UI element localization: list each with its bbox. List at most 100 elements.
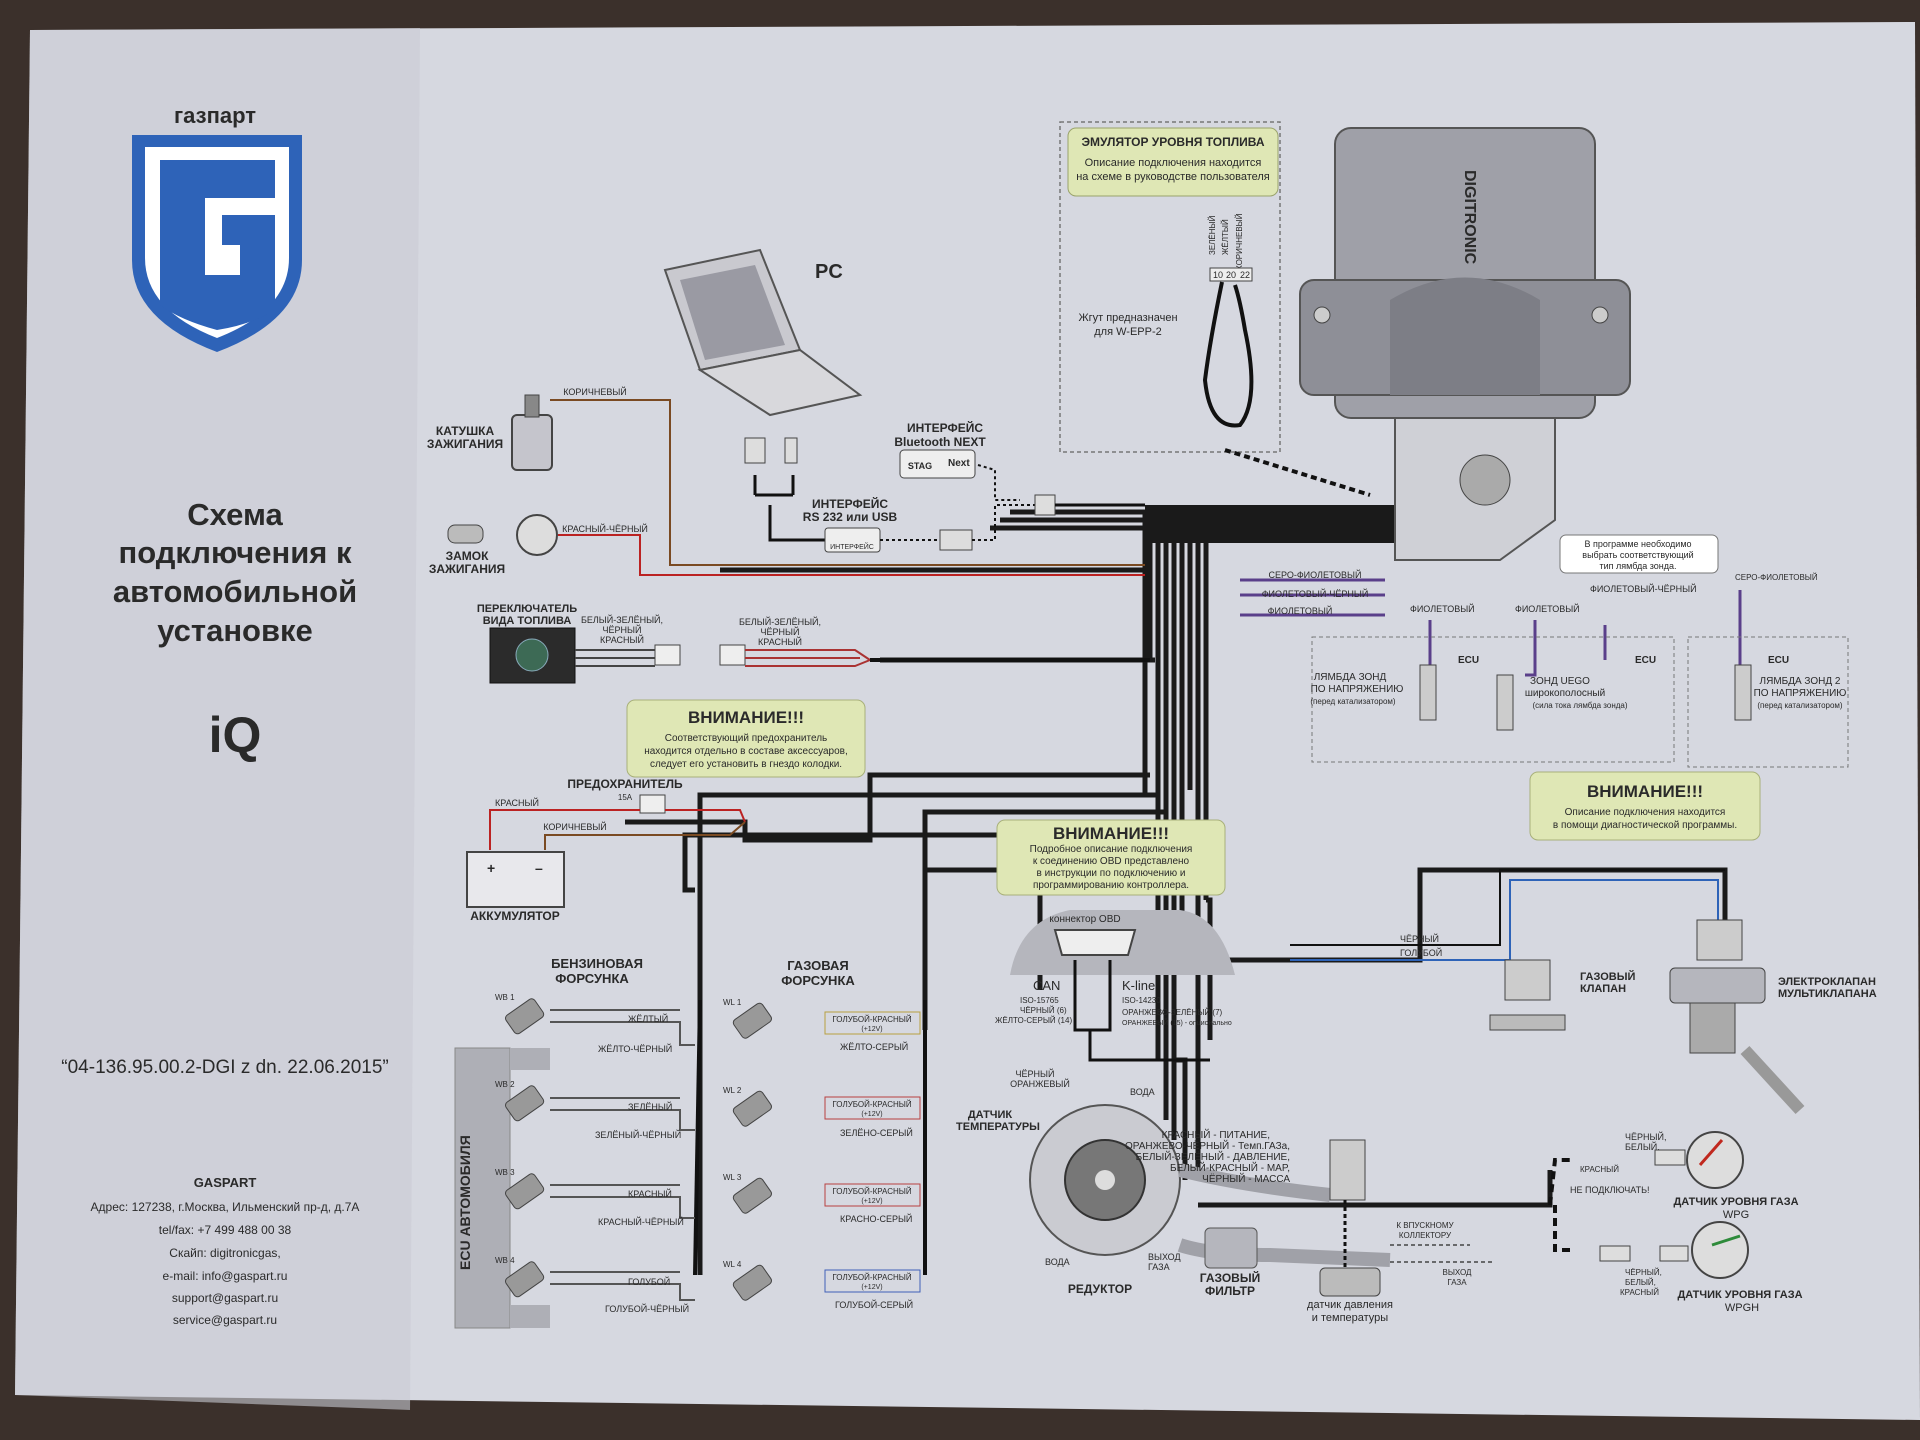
wb3-id: WB 3 bbox=[495, 1168, 515, 1177]
obd-port-icon bbox=[1053, 929, 1137, 956]
fuse-label: ПРЕДОХРАНИТЕЛЬ bbox=[567, 777, 683, 791]
reducer-label: РЕДУКТОР bbox=[1068, 1282, 1132, 1296]
fuse-rating: 15A bbox=[618, 793, 633, 802]
wl1-w1: ГОЛУБОЙ-КРАСНЫЙ bbox=[832, 1015, 911, 1024]
ecu-brand: DIGITRONIC bbox=[1461, 170, 1478, 265]
gas-injector-4: WL 4 ГОЛУБОЙ-КРАСНЫЙ (+12V) ГОЛУБОЙ-СЕРЫ… bbox=[723, 1260, 921, 1310]
gas-valve-label-1: ГАЗОВЫЙ bbox=[1580, 970, 1636, 983]
battery-minus: – bbox=[535, 860, 543, 876]
gas-valve-label-2: КЛАПАН bbox=[1580, 983, 1626, 995]
bt-title-2: Bluetooth NEXT bbox=[894, 435, 986, 449]
gas-filter-icon bbox=[1204, 1227, 1258, 1269]
warning-fuse-note: ВНИМАНИЕ!!! Соответствующий предохраните… bbox=[626, 699, 866, 778]
gas-injector-icon bbox=[732, 1090, 772, 1127]
bt-title-1: ИНТЕРФЕЙС bbox=[907, 420, 983, 435]
logo-text: газпарт bbox=[174, 103, 256, 128]
no-connect-warning: НЕ ПОДКЛЮЧАТЬ! bbox=[1570, 1185, 1650, 1195]
level-w2: БЕЛЫЙ, bbox=[1625, 1141, 1660, 1152]
battery-plus: + bbox=[487, 860, 495, 876]
map-gas-out-2: ГАЗА bbox=[1447, 1278, 1467, 1287]
lambda-probe-1-icon bbox=[1419, 664, 1437, 721]
level-b1: ЧЁРНЫЙ, bbox=[1625, 1268, 1662, 1277]
skype: Скайп: digitronicgas, bbox=[169, 1246, 280, 1260]
wl2-w1: ГОЛУБОЙ-КРАСНЫЙ bbox=[832, 1100, 911, 1109]
wl2-w2: ЗЕЛЁНО-СЕРЫЙ bbox=[840, 1127, 913, 1138]
pc-label: PC bbox=[815, 261, 843, 283]
lambda-probe-uego-icon bbox=[1496, 674, 1514, 731]
harness-note-2: для W-EPP-2 bbox=[1094, 326, 1162, 338]
lambda-v1-1: ЛЯМБДА ЗОНД bbox=[1314, 672, 1387, 683]
support-email: support@gaspart.ru bbox=[172, 1291, 278, 1305]
level-b3: КРАСНЫЙ bbox=[1620, 1288, 1659, 1297]
reducer-gas-out-2: ГАЗА bbox=[1148, 1262, 1170, 1272]
wb1-id: WB 1 bbox=[495, 993, 515, 1002]
warning-2-title: ВНИМАНИЕ!!! bbox=[1587, 782, 1703, 801]
warning-3-title: ВНИМАНИЕ!!! bbox=[1053, 824, 1169, 843]
gaspart-logo: газпарт bbox=[132, 103, 302, 352]
manifold-2: КОЛЛЕКТОРУ bbox=[1399, 1231, 1452, 1240]
petrol-injector-icon bbox=[505, 998, 545, 1035]
usb-plug-icon bbox=[744, 437, 766, 464]
switch-wire-b1: БЕЛЫЙ-ЗЕЛЁНЫЙ, bbox=[739, 616, 821, 627]
address: Адрес: 127238, г.Москва, Ильменский пр-д… bbox=[91, 1200, 360, 1214]
wl1-v: (+12V) bbox=[861, 1026, 882, 1033]
rs232-title-1: ИНТЕРФЕЙС bbox=[812, 496, 888, 511]
reducer-gas-out-1: ВЫХОД bbox=[1148, 1252, 1181, 1262]
ecu-controller: DIGITRONIC bbox=[1299, 127, 1631, 561]
reducer-water-1: ВОДА bbox=[1130, 1087, 1155, 1097]
switch-label-2: ВИДА ТОПЛИВА bbox=[483, 615, 572, 627]
lambda-v1-3: (перед катализатором) bbox=[1310, 697, 1396, 706]
petrol-injector-icon bbox=[505, 1085, 545, 1122]
warning-obd-note: ВНИМАНИЕ!!! Подробное описание подключен… bbox=[996, 819, 1226, 896]
petrol-injector-4: WB 4 ГОЛУБОЙ ГОЛУБОЙ-ЧЁРНЫЙ bbox=[495, 1256, 695, 1314]
rs232-box-label: ИНТЕРФЕЙС bbox=[830, 542, 874, 551]
warning-1-title: ВНИМАНИЕ!!! bbox=[688, 708, 804, 727]
lambda-wire-3: ФИОЛЕТОВЫЙ bbox=[1268, 605, 1333, 616]
wl3-v: (+12V) bbox=[861, 1198, 882, 1205]
temp-w1: ЧЁРНЫЙ bbox=[1016, 1068, 1055, 1079]
obd-connector-label: коннектор OBD bbox=[1049, 914, 1120, 925]
petrol-title-1: БЕНЗИНОВАЯ bbox=[551, 956, 643, 971]
wl2-v: (+12V) bbox=[861, 1111, 882, 1118]
wl3-id: WL 3 bbox=[723, 1173, 742, 1182]
wpgh-label: ДАТЧИК УРОВНЯ ГАЗА bbox=[1677, 1289, 1802, 1301]
map-connector-icon bbox=[1329, 1139, 1366, 1201]
gas-injector-icon bbox=[732, 1264, 772, 1301]
reducer: ЧЁРНЫЙ ОРАНЖЕВЫЙ ДАТЧИК ТЕМПЕРАТУРЫ ВОДА… bbox=[956, 1068, 1391, 1296]
doc-code: “04-136.95.00.2-DGI z dn. 22.06.2015” bbox=[61, 1057, 388, 1078]
ecu-car-box: ECU АВТОМОБИЛЯ bbox=[454, 1047, 550, 1329]
petrol-injector-2: WB 2 ЗЕЛЁНЫЙ ЗЕЛЁНЫЙ-ЧЁРНЫЙ bbox=[495, 1080, 695, 1140]
lambda-wire-2: ФИОЛЕТОВЫЙ-ЧЁРНЫЙ bbox=[1262, 588, 1369, 599]
wpgh-label-2: WPGH bbox=[1725, 1302, 1759, 1314]
harness-note-1: Жгут предназначен bbox=[1078, 312, 1177, 324]
map-w5: ЧЁРНЫЙ - МАССА bbox=[1202, 1172, 1290, 1185]
wl4-w2: ГОЛУБОЙ-СЕРЫЙ bbox=[835, 1299, 913, 1310]
title-line-1: Схема bbox=[187, 497, 283, 532]
wl3-w1: ГОЛУБОЙ-КРАСНЫЙ bbox=[832, 1187, 911, 1196]
ignition-lock: ЗАМОК ЗАЖИГАНИЯ КРАСНЫЙ-ЧЁРНЫЙ bbox=[429, 514, 1145, 576]
fuel-switch-button-icon bbox=[515, 638, 549, 672]
contacts: GASPART Адрес: 127238, г.Москва, Ильменс… bbox=[91, 1175, 360, 1327]
warning-1-line-1: Соответствующий предохранитель bbox=[665, 733, 828, 744]
battery-icon bbox=[466, 851, 565, 908]
wl1-id: WL 1 bbox=[723, 998, 742, 1007]
email: e-mail: info@gaspart.ru bbox=[163, 1269, 288, 1283]
warning-3-line-4: программированию контроллера. bbox=[1033, 880, 1189, 891]
petrol-injectors: БЕНЗИНОВАЯ ФОРСУНКА WB 1 ЖЁЛТЫЙ ЖЁЛТО-ЧЁ… bbox=[495, 956, 702, 1314]
lambda-uego-3: (сила тока лямбда зонда) bbox=[1532, 701, 1627, 710]
temp-w2: ОРАНЖЕВЫЙ bbox=[1010, 1078, 1070, 1089]
title-line-2: подключения к bbox=[118, 535, 352, 570]
bt-next: Next bbox=[948, 458, 970, 469]
wb4-w1: ГОЛУБОЙ bbox=[628, 1276, 670, 1287]
filter-label-1: ГАЗОВЫЙ bbox=[1200, 1270, 1260, 1285]
coil-label-2: ЗАЖИГАНИЯ bbox=[427, 437, 503, 451]
multivalve-label-1: ЭЛЕКТРОКЛАПАН bbox=[1778, 976, 1876, 988]
lambda-v1-2: ПО НАПРЯЖЕНИЮ bbox=[1311, 684, 1404, 695]
map-w4: БЕЛЫЙ-КРАСНЫЙ - MAP, bbox=[1170, 1161, 1290, 1174]
lambda-wire-7: ФИОЛЕТОВЫЙ-ЧЁРНЫЙ bbox=[1590, 583, 1697, 594]
multivalve: ЭЛЕКТРОКЛАПАН МУЛЬТИКЛАПАНА bbox=[1669, 919, 1877, 1115]
obd-can-w1: ЧЁРНЫЙ (6) bbox=[1020, 1006, 1067, 1015]
emulator-wire-1: ЗЕЛЁНЫЙ bbox=[1208, 215, 1217, 255]
multivalve-solenoid-icon bbox=[1696, 919, 1743, 961]
wpg-label: ДАТЧИК УРОВНЯ ГАЗА bbox=[1673, 1196, 1798, 1208]
